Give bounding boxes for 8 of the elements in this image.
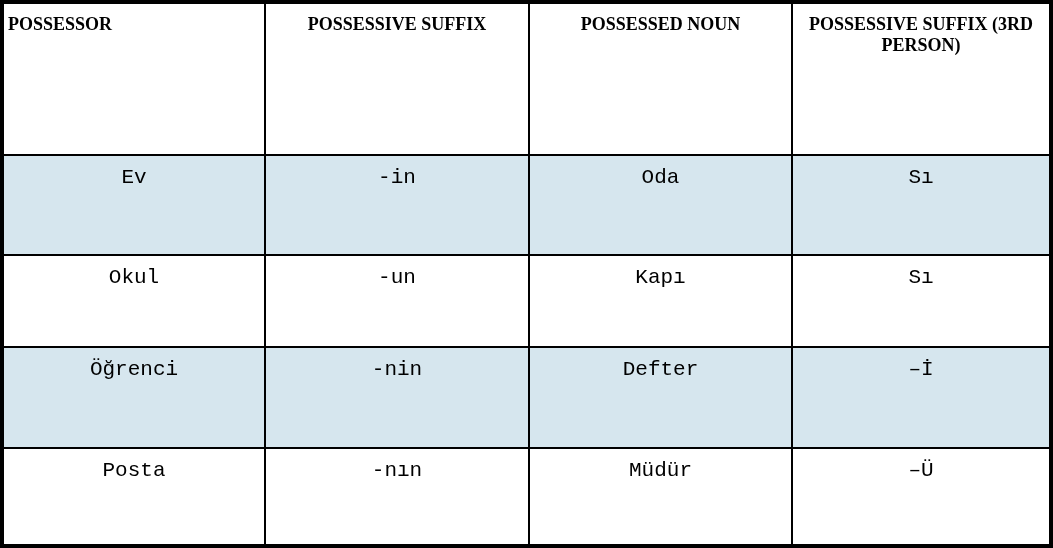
table-cell: Defter [529, 347, 792, 448]
table-cell: Sı [792, 155, 1051, 255]
table-cell: -in [265, 155, 529, 255]
table-cell: Ev [2, 155, 265, 255]
table-cell: -nin [265, 347, 529, 448]
table-cell: –İ [792, 347, 1051, 448]
table-cell: Oda [529, 155, 792, 255]
table-cell: Öğrenci [2, 347, 265, 448]
